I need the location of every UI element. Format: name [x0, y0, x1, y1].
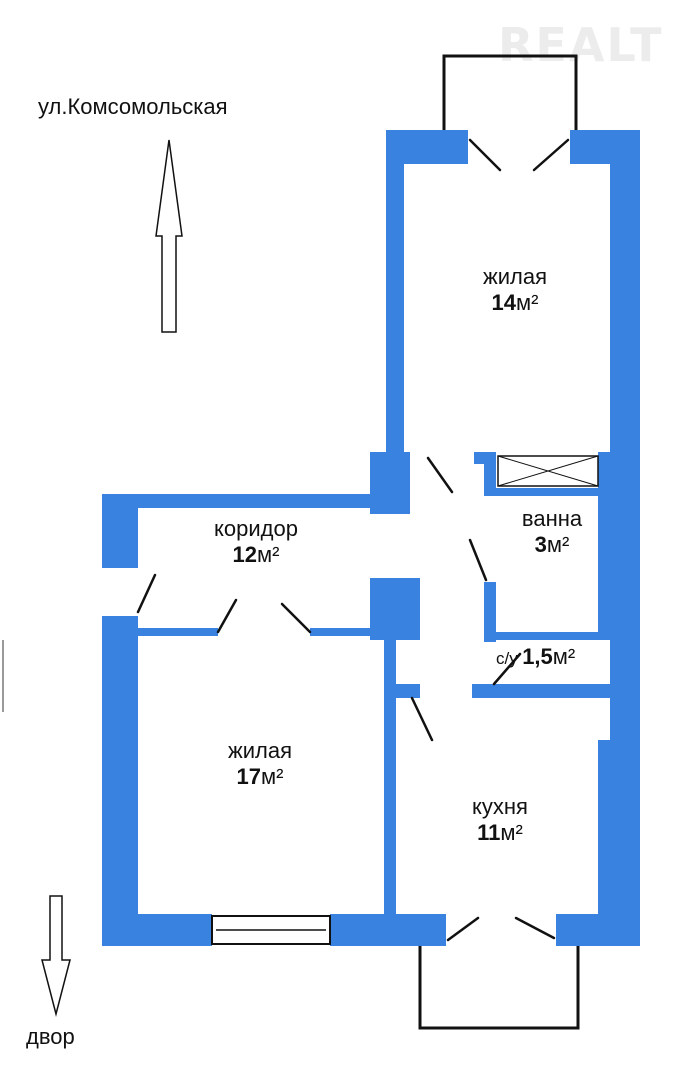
room-name: с/у — [496, 649, 518, 668]
doors — [136, 138, 570, 942]
room-name: жилая — [228, 738, 292, 763]
room-area: 1,5м² — [522, 644, 576, 669]
room-corridor: коридор 12м² — [188, 516, 324, 568]
walls — [102, 130, 640, 946]
yard-label: двор — [26, 1024, 75, 1049]
room-wc: с/у 1,5м² — [496, 644, 608, 670]
closet — [497, 455, 599, 487]
street-label: ул.Комсомольская — [38, 94, 228, 119]
room-area: 17м² — [236, 764, 284, 789]
room-name: кухня — [472, 794, 528, 819]
room-bath: ванна 3м² — [502, 506, 602, 558]
room-area: 11м² — [477, 820, 523, 845]
watermark-logo: REALT — [498, 18, 664, 72]
room-kitchen: кухня 11м² — [440, 794, 560, 846]
room-name: ванна — [521, 506, 583, 531]
room-area: 12м² — [232, 542, 280, 567]
room-name: коридор — [214, 516, 298, 541]
arrow-down-icon — [41, 895, 71, 1017]
room-living-top: жилая 14м² — [455, 264, 575, 316]
room-area: 14м² — [491, 290, 539, 315]
arrow-up-icon — [155, 139, 183, 333]
balconies — [418, 54, 580, 1030]
room-area: 3м² — [534, 532, 570, 557]
room-living-bottom: жилая 17м² — [200, 738, 320, 790]
window — [211, 915, 331, 945]
room-name: жилая — [483, 264, 547, 289]
